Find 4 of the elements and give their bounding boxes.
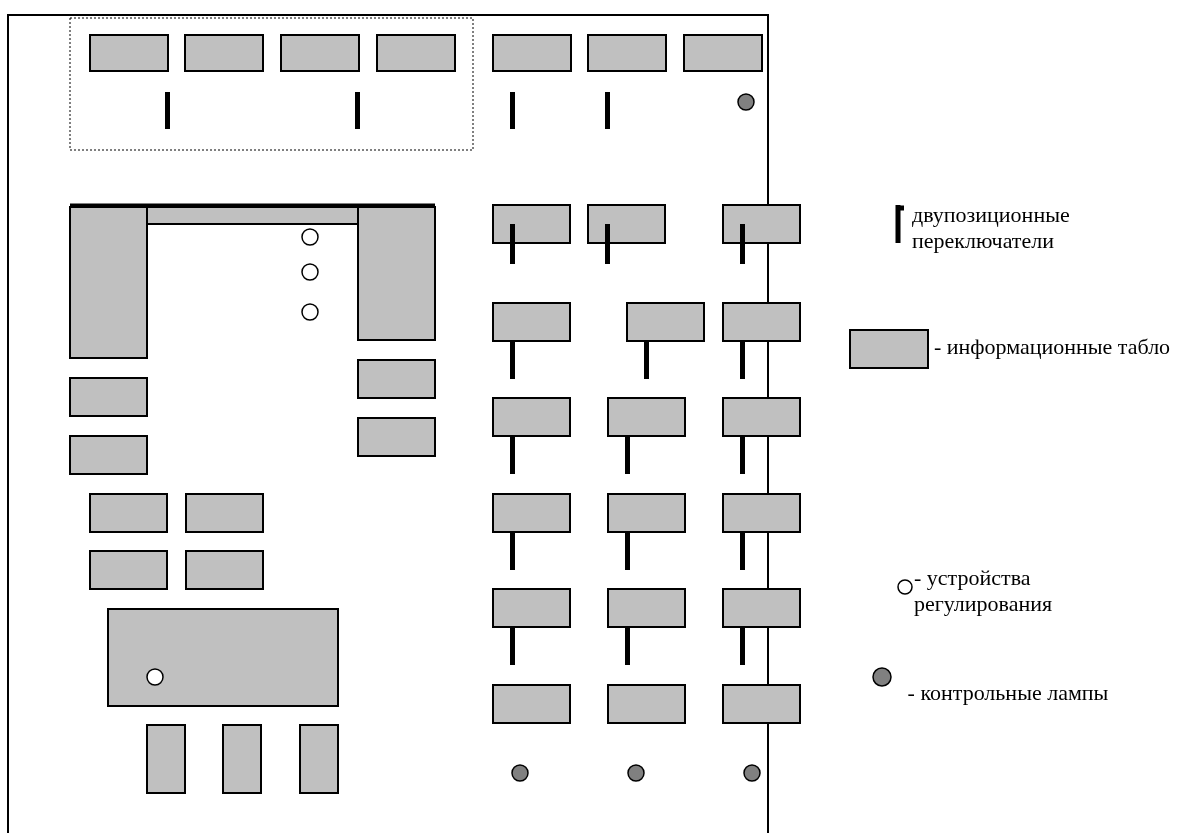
legend-text: - информационные табло: [932, 334, 1172, 360]
legend-text: - контрольные лампы: [906, 680, 1110, 706]
legend-text: - устройства регулирования: [914, 565, 1054, 617]
legend-text: двупозиционные переключатели: [912, 202, 1071, 254]
